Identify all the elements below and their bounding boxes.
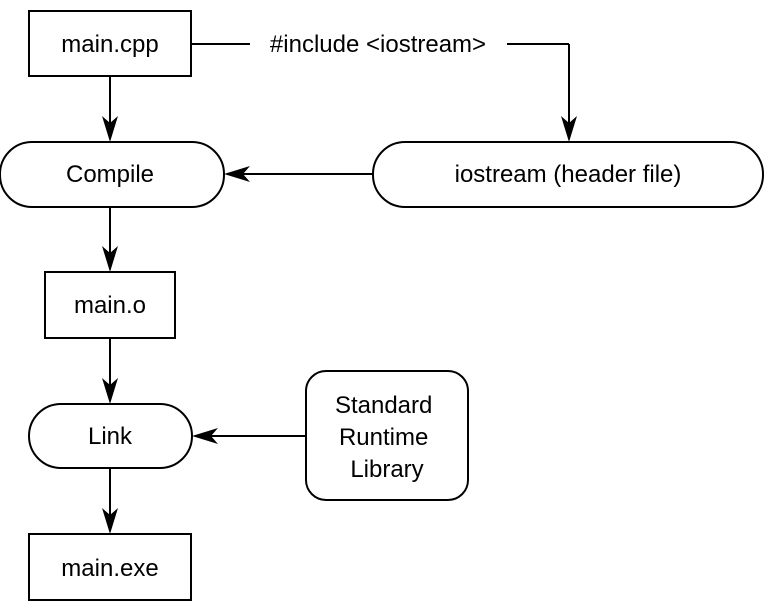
node-main-exe-label: main.exe: [61, 555, 158, 582]
arrowhead: [561, 116, 577, 142]
arrowhead: [102, 246, 118, 272]
node-compile-label: Compile: [66, 161, 154, 188]
node-iostream-header: iostream (header file): [372, 141, 764, 208]
arrowhead: [102, 378, 118, 404]
node-link-label: Link: [88, 423, 133, 450]
edge-iostream-to-compile: [224, 166, 373, 182]
edge-link-to-main-exe: [102, 468, 118, 534]
arrowhead: [102, 116, 118, 142]
edge-main-cpp-to-iostream: #include <iostream>: [191, 31, 577, 142]
edge-compile-to-main-o: [102, 207, 118, 272]
edge-main-cpp-to-compile: [102, 76, 118, 142]
node-main-cpp-label: main.cpp: [61, 31, 158, 58]
arrowhead: [192, 428, 218, 444]
node-main-o-label: main.o: [74, 292, 146, 319]
node-link: Link: [28, 403, 193, 469]
node-runtime-label: Standard Runtime Library: [335, 392, 439, 483]
arrowhead: [102, 508, 118, 534]
node-main-exe: main.exe: [28, 533, 192, 601]
edge-main-o-to-link: [102, 338, 118, 404]
node-main-o: main.o: [44, 271, 176, 339]
node-runtime-line-2: Runtime: [339, 424, 428, 451]
edge-label-include: #include <iostream>: [270, 31, 486, 58]
node-compile: Compile: [0, 141, 225, 208]
node-iostream-header-label: iostream (header file): [455, 161, 682, 188]
node-runtime-line-3: Library: [350, 456, 423, 483]
node-main-cpp: main.cpp: [28, 10, 192, 77]
node-runtime-line-1: Standard: [335, 392, 432, 419]
arrowhead: [224, 166, 250, 182]
node-standard-runtime-library: Standard Runtime Library: [305, 370, 469, 501]
edge-runtime-to-link: [192, 428, 306, 444]
